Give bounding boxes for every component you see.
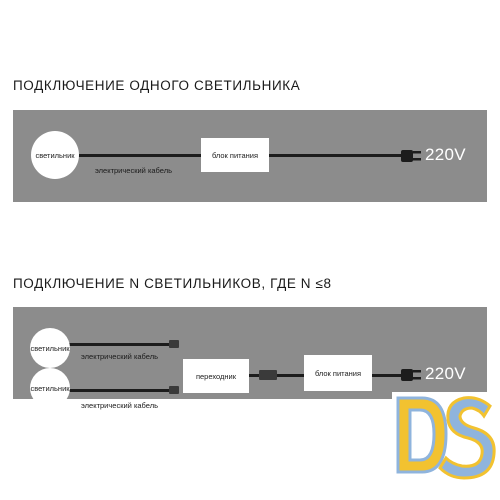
voltage-label: 220V bbox=[425, 364, 466, 383]
power-unit-box: блок питания bbox=[304, 355, 372, 391]
cable-wire-1 bbox=[58, 343, 173, 346]
lamp-circle-1: светильник bbox=[30, 328, 70, 368]
lamp-label-1: светильник bbox=[30, 343, 70, 353]
connector-icon bbox=[169, 340, 179, 348]
plug-icon bbox=[401, 369, 421, 381]
cable-label-1: электрический кабель bbox=[81, 352, 158, 361]
voltage-label: 220V bbox=[425, 145, 466, 164]
adapter-label: переходник bbox=[195, 371, 237, 381]
plug-icon bbox=[401, 150, 421, 162]
cable-label-2-outer: электрический кабель bbox=[81, 401, 158, 410]
connector-icon bbox=[169, 386, 179, 394]
lamp-circle: светильник bbox=[31, 131, 79, 179]
cable-wire-2 bbox=[58, 389, 173, 392]
adapter-box: переходник bbox=[183, 359, 249, 393]
power-unit-label: блок питания bbox=[314, 368, 362, 378]
section2-title: ПОДКЛЮЧЕНИЕ N СВЕТИЛЬНИКОВ, ГДЕ N ≤8 bbox=[13, 276, 332, 291]
lamp-label-2: светильник bbox=[30, 383, 70, 393]
section1-title: ПОДКЛЮЧЕНИЕ ОДНОГО СВЕТИЛЬНИКА bbox=[13, 78, 301, 93]
power-unit-label: блок питания bbox=[211, 150, 259, 160]
diagram-multiple-lamps: светильник электрический кабель светильн… bbox=[13, 307, 487, 408]
connector-icon bbox=[259, 370, 277, 380]
lamp-circle-2: светильник bbox=[30, 368, 70, 408]
power-unit-box: блок питания bbox=[201, 138, 269, 172]
cable-label: электрический кабель bbox=[95, 166, 172, 175]
lamp-label: светильник bbox=[35, 150, 75, 160]
diagram-single-lamp: светильник электрический кабель блок пит… bbox=[13, 110, 487, 202]
logo-ds bbox=[392, 392, 498, 482]
